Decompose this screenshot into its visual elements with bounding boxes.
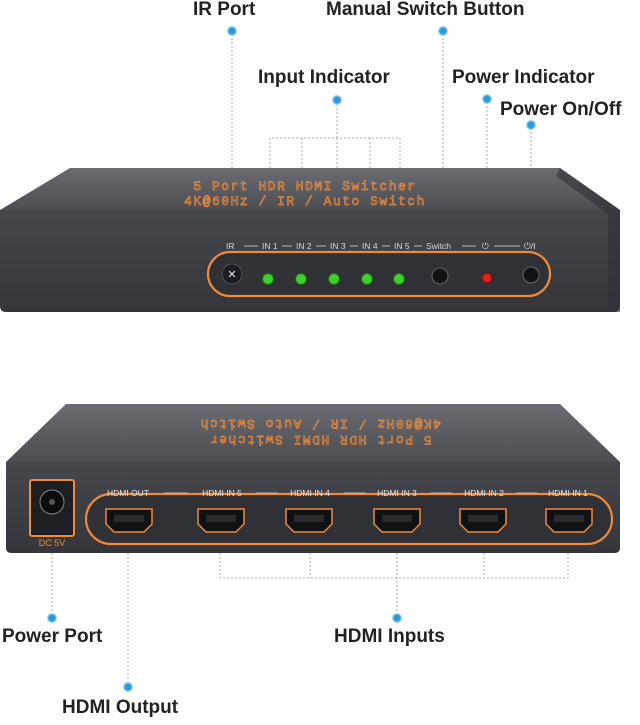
label-switch: Switch	[426, 241, 451, 251]
front-device-top	[0, 168, 620, 210]
callout-input-indicator: Input Indicator	[258, 67, 390, 88]
hdmi-port-in5[interactable]	[197, 508, 245, 533]
dc-label: DC 5V	[39, 538, 66, 548]
port-label-in5: HDMI IN 5	[202, 488, 242, 498]
led-in2	[295, 273, 307, 285]
hdmi-port-in4[interactable]	[285, 508, 333, 533]
callout-dots	[47, 26, 536, 692]
hdmi-port-panel	[84, 492, 614, 546]
port-label-in1: HDMI IN 1	[548, 488, 588, 498]
leader-lines	[51, 34, 569, 684]
callout-manual-switch-button: Manual Switch Button	[326, 0, 525, 20]
callout-hdmi-output: HDMI Output	[62, 697, 179, 718]
front-title-line1: 5 Port HDR HDMI Switcher	[193, 179, 416, 194]
port-label-in3: HDMI IN 3	[377, 488, 417, 498]
port-label-in4: HDMI IN 4	[290, 488, 330, 498]
label-in1: IN 1	[262, 241, 278, 251]
dot-input-indicator	[332, 95, 342, 105]
power-button[interactable]	[522, 266, 540, 284]
hdmi-port-in2[interactable]	[459, 508, 507, 533]
led-in1	[262, 273, 274, 285]
callout-hdmi-inputs: HDMI Inputs	[334, 626, 445, 647]
dot-hdmi-inputs	[392, 613, 402, 623]
dot-power-on-off	[526, 120, 536, 130]
front-title-line2: 4K@60Hz / IR / Auto Switch	[184, 194, 426, 209]
callout-power-on-off: Power On/Off	[500, 99, 622, 120]
rear-device-top	[6, 404, 620, 462]
power-led	[481, 272, 493, 284]
dot-power-indicator	[482, 94, 492, 104]
rear-title-line2: 4K@60Hz / IR / Auto Switch	[199, 416, 441, 431]
label-in5: IN 5	[394, 241, 410, 251]
port-label-out: HDMI OUT	[107, 488, 149, 498]
front-device-side	[556, 168, 620, 312]
label-power-toggle: ⏻/I	[524, 241, 535, 251]
led-in5	[393, 273, 405, 285]
label-in3: IN 3	[330, 241, 346, 251]
callout-power-port: Power Port	[2, 626, 103, 647]
hdmi-port-in1[interactable]	[545, 508, 593, 533]
dot-manual-switch	[438, 26, 448, 36]
hdmi-port-in3[interactable]	[373, 508, 421, 533]
dot-ir-port	[227, 26, 237, 36]
label-in2: IN 2	[296, 241, 312, 251]
led-in3	[328, 273, 340, 285]
rear-device: 5 Port HDR HDMI Switcher 4K@60Hz / IR / …	[6, 404, 620, 553]
manual-switch-button[interactable]	[431, 267, 449, 285]
ir-port-mark-icon: ✕	[227, 268, 236, 281]
led-in4	[361, 273, 373, 285]
callout-power-indicator: Power Indicator	[452, 67, 595, 88]
ir-port	[221, 263, 243, 285]
dot-hdmi-output	[123, 682, 133, 692]
label-power-indicator: ⏻	[482, 241, 489, 251]
rear-title-line1: 5 Port HDR HDMI Switcher	[208, 432, 431, 447]
callout-ir-port: IR Port	[193, 0, 256, 20]
port-label-in2: HDMI IN 2	[464, 488, 504, 498]
dot-power-port	[47, 613, 57, 623]
label-in4: IN 4	[362, 241, 378, 251]
dc-port-pin	[49, 499, 55, 505]
label-ir: IR	[226, 241, 235, 251]
front-control-panel	[206, 250, 552, 298]
hdmi-port-out[interactable]	[105, 508, 153, 533]
front-device: 5 Port HDR HDMI Switcher 4K@60Hz / IR / …	[0, 168, 620, 312]
